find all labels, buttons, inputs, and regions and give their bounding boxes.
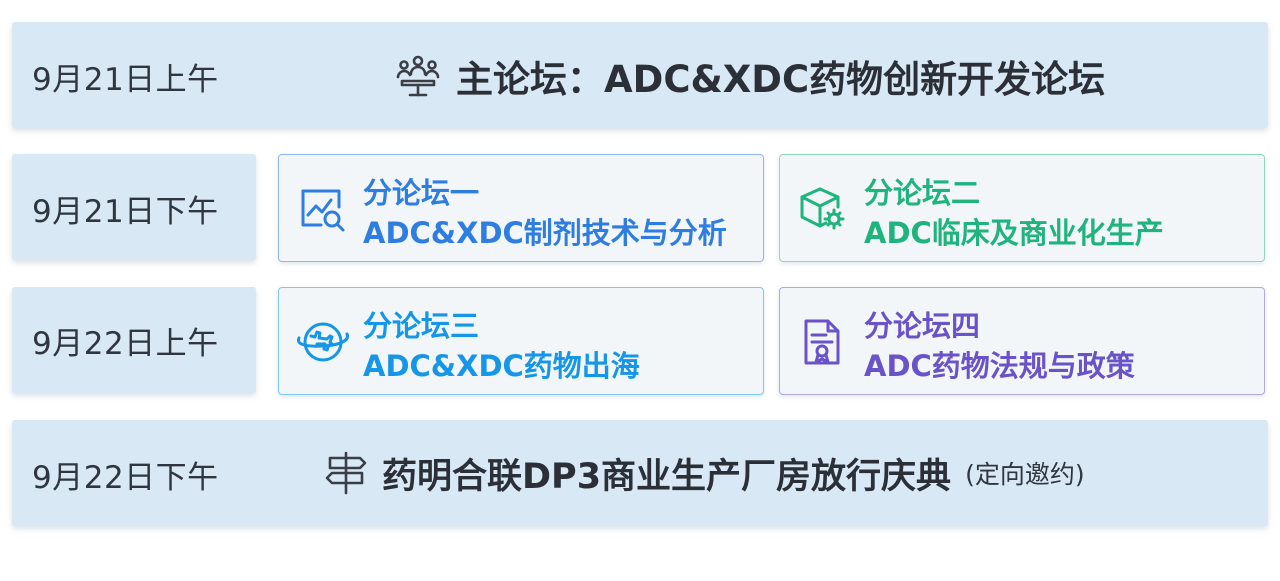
invitation-note: (定向邀约) bbox=[965, 460, 1085, 489]
date-cell bbox=[12, 287, 256, 393]
main-forum-title: 主论坛：ADC&XDC药物创新开发论坛 bbox=[394, 52, 1106, 101]
sub-forum-card-2[interactable]: 分论坛二 ADC临床及商业化生产 bbox=[779, 154, 1265, 262]
ceremony-title-text: 药明合联DP3商业生产厂房放行庆典 bbox=[382, 456, 952, 497]
date-label: 9月21日上午 bbox=[32, 61, 219, 98]
date-cell bbox=[12, 154, 256, 260]
globe-plane-icon bbox=[295, 316, 350, 368]
sub-forum-title: ADC药物法规与政策 bbox=[864, 349, 1135, 383]
sub-forum-label: 分论坛三 bbox=[363, 309, 480, 343]
sub-forum-label: 分论坛四 bbox=[864, 309, 981, 343]
signpost-icon bbox=[322, 449, 370, 497]
date-label: 9月21日下午 bbox=[32, 193, 219, 230]
document-certificate-icon bbox=[796, 316, 848, 368]
sub-forum-card-1[interactable]: 分论坛一 ADC&XDC制剂技术与分析 bbox=[278, 154, 764, 262]
sub-forum-title: ADC&XDC药物出海 bbox=[363, 349, 640, 383]
ceremony-title: 药明合联DP3商业生产厂房放行庆典 (定向邀约) bbox=[322, 448, 1085, 498]
sub-forum-title: ADC&XDC制剂技术与分析 bbox=[363, 216, 727, 250]
people-network-icon bbox=[394, 52, 442, 100]
sub-forum-title: ADC临床及商业化生产 bbox=[864, 216, 1164, 250]
ceremony-row bbox=[12, 420, 1268, 526]
chart-analysis-icon bbox=[295, 183, 347, 235]
date-label: 9月22日下午 bbox=[32, 459, 219, 496]
sub-forum-card-3[interactable]: 分论坛三 ADC&XDC药物出海 bbox=[278, 287, 764, 395]
main-forum-row bbox=[12, 22, 1268, 128]
date-label: 9月22日上午 bbox=[32, 325, 219, 362]
main-forum-title-text: 主论坛：ADC&XDC药物创新开发论坛 bbox=[456, 58, 1106, 101]
sub-forum-card-4[interactable]: 分论坛四 ADC药物法规与政策 bbox=[779, 287, 1265, 395]
sub-forum-label: 分论坛一 bbox=[363, 176, 480, 210]
sub-forum-label: 分论坛二 bbox=[864, 176, 981, 210]
box-gear-icon bbox=[796, 183, 848, 235]
